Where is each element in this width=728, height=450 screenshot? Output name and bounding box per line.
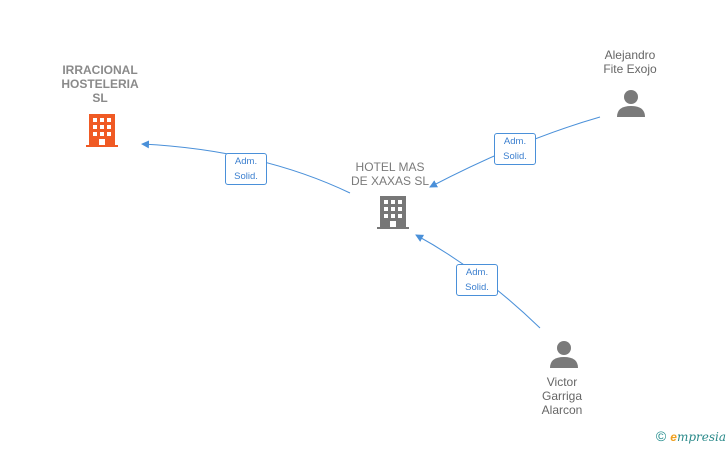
person-label-alejandro[interactable]: Alejandro Fite Exojo (603, 48, 657, 76)
company-label-hotel[interactable]: HOTEL MAS DE XAXAS SL (350, 160, 430, 188)
edge-label-role[interactable]: Adm. Solid. (494, 133, 536, 165)
person-icon[interactable] (549, 339, 579, 369)
role-line-2: Solid. (234, 171, 258, 182)
role-line-1: Adm. (503, 136, 527, 147)
edge-label-role[interactable]: Adm. Solid. (225, 153, 267, 185)
brand-logo-letter: e (670, 430, 677, 444)
brand-logo-text: mpresia (676, 430, 726, 444)
role-line-2: Solid. (465, 282, 489, 293)
copyright-icon: © (655, 428, 667, 444)
building-icon[interactable] (377, 194, 409, 230)
person-label-victor[interactable]: Victor Garriga Alarcon (541, 375, 583, 417)
role-line-2: Solid. (503, 151, 527, 162)
edge-label-role[interactable]: Adm. Solid. (456, 264, 498, 296)
brand-footer: ©empresia (656, 428, 726, 444)
person-icon[interactable] (616, 88, 646, 118)
building-icon[interactable] (86, 112, 118, 148)
role-line-1: Adm. (234, 156, 258, 167)
role-line-1: Adm. (465, 267, 489, 278)
company-label-irracional[interactable]: IRRACIONAL HOSTELERIA SL (61, 63, 139, 105)
